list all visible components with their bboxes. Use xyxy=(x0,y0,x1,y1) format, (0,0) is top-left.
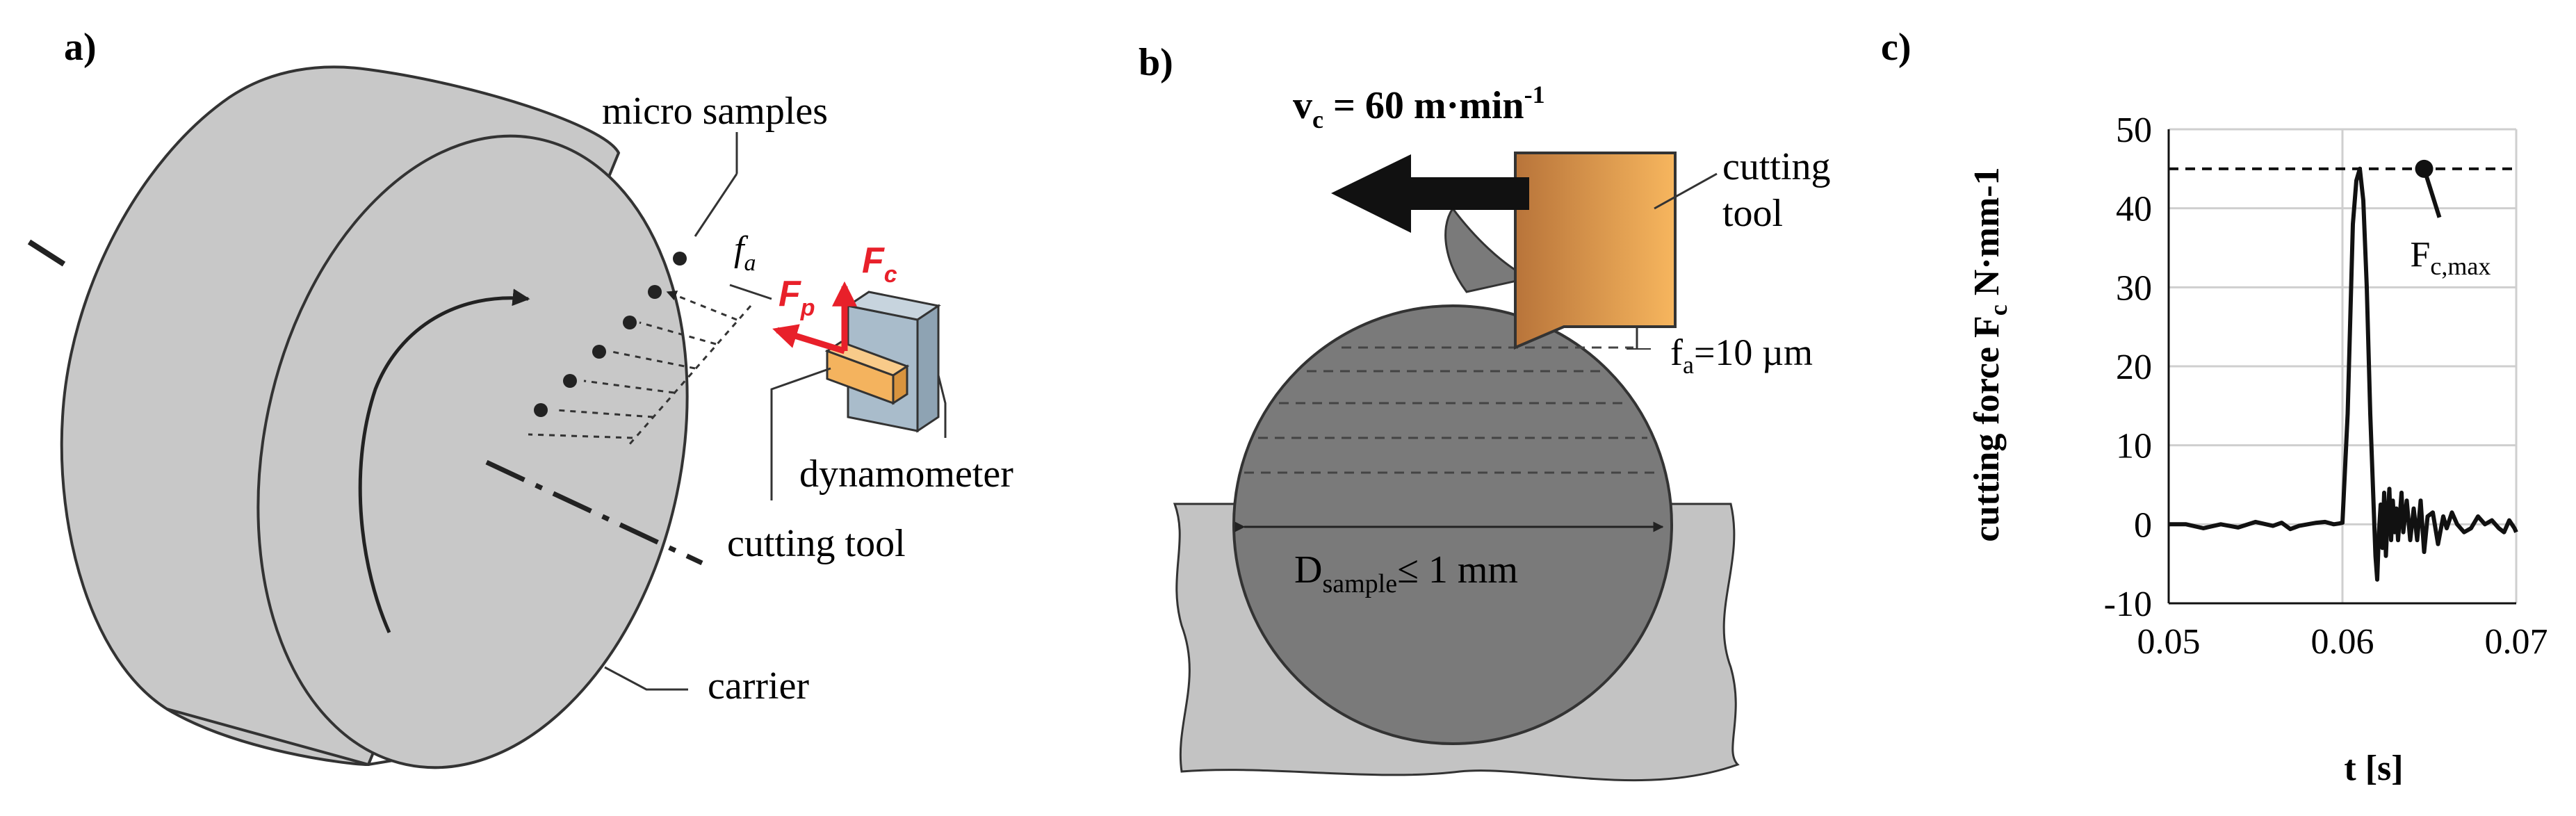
rotation-axis xyxy=(485,459,703,566)
panel-c: c) cutting force Fc N·mm-1 -10 0 10 20 30 40 5… xyxy=(1881,26,2548,788)
ytick-label: 50 xyxy=(2116,111,2152,150)
micro-samples-label: micro samples xyxy=(602,90,828,133)
fa-label-b: fa=10 µm xyxy=(1670,332,1813,379)
chart-ylabel: cutting force Fc N·mm-1 xyxy=(1967,167,2012,541)
sample-circle xyxy=(1232,304,1673,745)
fa-label-a: fa xyxy=(734,229,756,276)
ytick-label: 10 xyxy=(2116,427,2152,466)
ytick-label: 20 xyxy=(2116,348,2152,387)
ytick-label: 30 xyxy=(2116,268,2152,308)
cutting-tool-label-b1: cutting xyxy=(1722,145,1831,188)
dynamometer-leader xyxy=(937,375,947,438)
vc-label: vc = 60 m·min-1 xyxy=(1293,81,1545,133)
vc-arrow xyxy=(1331,154,1529,233)
panel-a: a) xyxy=(27,26,1013,769)
diameter-label: Dsample≤ 1 mm xyxy=(1294,548,1518,598)
carrier-cylinder xyxy=(27,65,703,769)
panel-b: b) cutting tool vc = 60 m·min-1 fa=10 µm xyxy=(1139,41,1831,782)
fp-arrow xyxy=(772,324,846,354)
xtick-label: 0.05 xyxy=(2137,622,2201,662)
panel-b-label: b) xyxy=(1139,41,1173,84)
cutting-tool-leader-b xyxy=(1654,172,1718,210)
fc-label-a: Fc xyxy=(862,240,897,288)
cutting-tool-label-a: cutting tool xyxy=(727,522,906,565)
rotation-arrow xyxy=(358,288,530,634)
dynamometer-label: dynamometer xyxy=(799,452,1013,496)
cutting-tool-leader xyxy=(770,367,831,500)
fc-max-label: Fc,max xyxy=(2411,235,2491,280)
micro-samples-leader xyxy=(694,173,738,237)
fp-label-a: Fp xyxy=(778,274,815,321)
panel-c-label: c) xyxy=(1881,26,1911,69)
axis-stub xyxy=(27,239,66,267)
ytick-label: 0 xyxy=(2134,505,2152,545)
sample-layers xyxy=(1244,346,1661,474)
series-line xyxy=(2169,166,2518,582)
carrier-face xyxy=(256,134,689,769)
chart-ytick-labels: -10 0 10 20 30 40 50 xyxy=(2104,111,2152,624)
carrier-leader xyxy=(604,666,688,691)
ytick-label: 40 xyxy=(2116,190,2152,229)
carrier-label: carrier xyxy=(708,664,809,708)
chart-xtick-labels: 0.05 0.06 0.07 xyxy=(2137,622,2548,662)
ytick-label: -10 xyxy=(2104,585,2152,624)
xtick-label: 0.06 xyxy=(2311,622,2374,662)
micro-sample-dots xyxy=(528,132,752,446)
cutting-tool-b xyxy=(1514,152,1677,350)
cutting-tool-label-b2: tool xyxy=(1722,192,1783,235)
xtick-label: 0.07 xyxy=(2485,622,2548,662)
panel-a-label: a) xyxy=(64,26,97,69)
chart-xlabel: t [s] xyxy=(2344,749,2403,788)
fc-max-leader xyxy=(2422,168,2442,218)
